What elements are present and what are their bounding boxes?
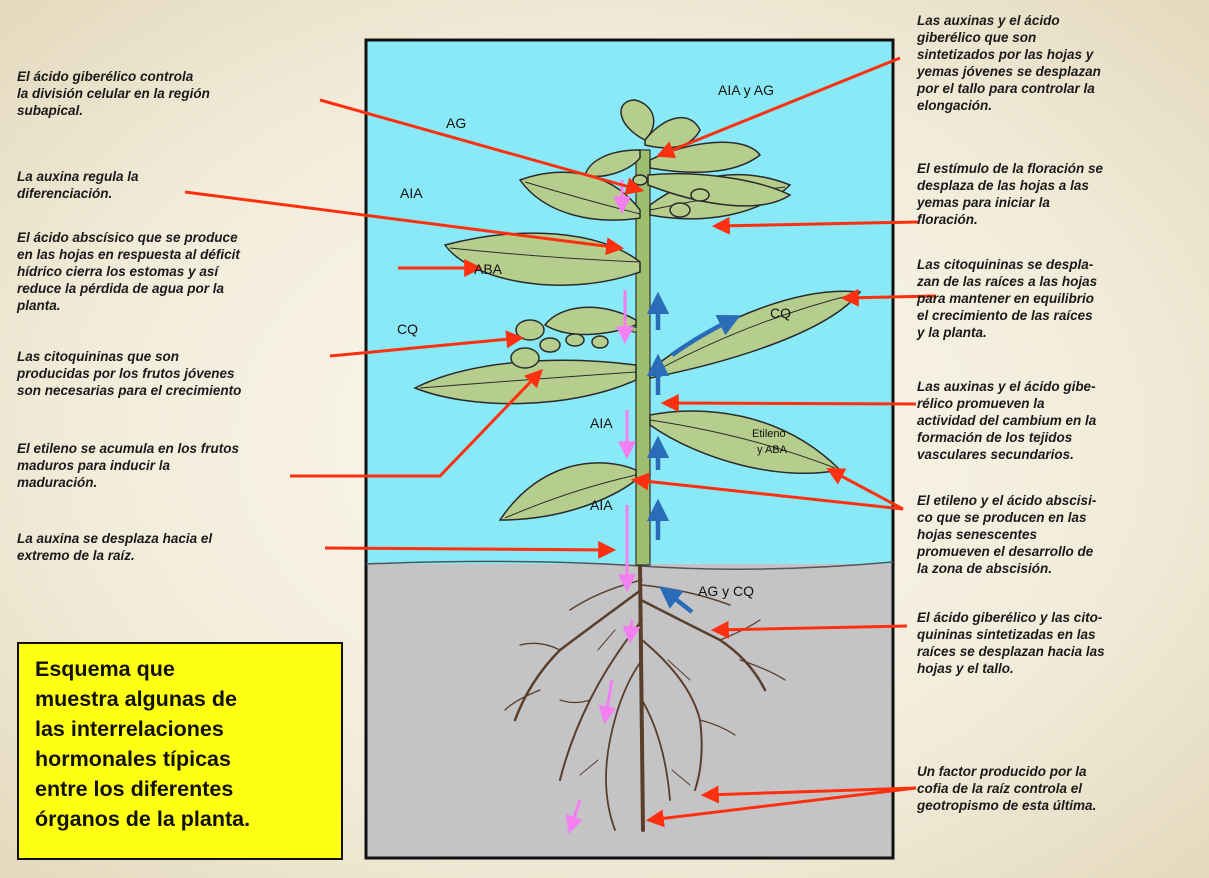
annotation-citoquininas-frutos: Las citoquininas que son producidas por …	[17, 348, 241, 399]
label-aba: ABA	[474, 261, 503, 277]
label-cq-right: CQ	[770, 305, 791, 321]
annotation-giberelico-division: El ácido giberélico controla la división…	[17, 68, 210, 119]
annotation-floracion: El estímulo de la floración se desplaza …	[917, 160, 1103, 228]
annotation-geotropismo: Un factor producido por la cofia de la r…	[917, 763, 1096, 814]
label-cq-left: CQ	[397, 321, 418, 337]
annotation-auxina-raiz: La auxina se desplaza hacia el extremo d…	[17, 530, 212, 564]
label-etileno: Etileno	[752, 428, 786, 440]
annotation-auxinas-elongacion: Las auxinas y el ácido giberélico que so…	[917, 12, 1101, 114]
annotation-abscisico-estomas: El ácido abscísico que se produce en las…	[17, 229, 240, 314]
annotation-cambium: Las auxinas y el ácido gibe- rélico prom…	[917, 378, 1096, 463]
caption-box: Esquema que muestra algunas de las inter…	[17, 642, 343, 860]
label-aia-low: AIA	[590, 497, 613, 513]
label-ag-cq: AG y CQ	[698, 583, 754, 599]
annotation-auxina-diferenciacion: La auxina regula la diferenciación.	[17, 168, 139, 202]
label-aia-top: AIA	[400, 185, 423, 201]
label-etileno-aba: y ABA	[757, 444, 788, 456]
annotation-abscision: El etileno y el ácido abscisi- co que se…	[917, 492, 1096, 577]
label-aia-mid: AIA	[590, 415, 613, 431]
label-aia-ag: AIA y AG	[718, 82, 774, 98]
caption-text: Esquema que muestra algunas de las inter…	[35, 654, 335, 834]
annotation-giberelico-raices: El ácido giberélico y las cito- quininas…	[917, 609, 1105, 677]
annotation-etileno-maduracion: El etileno se acumula en los frutos madu…	[17, 440, 239, 491]
soil-region	[366, 564, 893, 858]
annotation-citoquininas-raices: Las citoquininas se despla- zan de las r…	[917, 256, 1097, 341]
label-ag: AG	[446, 115, 466, 131]
